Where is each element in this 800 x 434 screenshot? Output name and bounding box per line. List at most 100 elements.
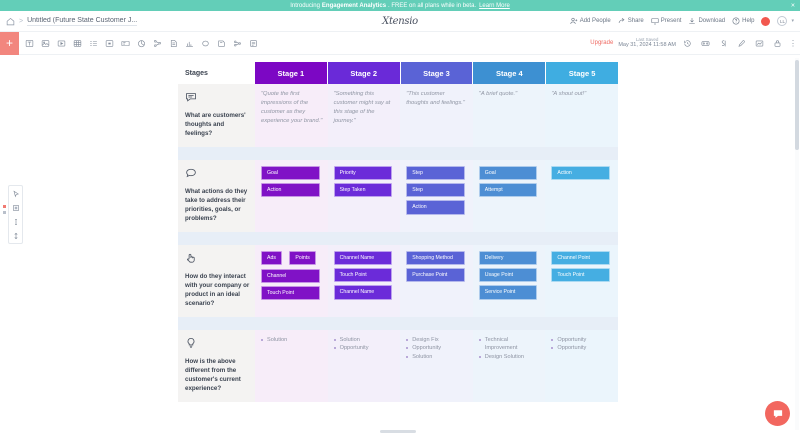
history-icon[interactable] xyxy=(681,37,694,50)
chip[interactable]: Touch Point xyxy=(551,268,610,283)
stage-header-2[interactable]: Stage 2 xyxy=(327,62,401,84)
list-item[interactable]: Design Solution xyxy=(478,353,541,361)
promo-learn-more-link[interactable]: Learn More xyxy=(479,2,510,9)
card-icon[interactable] xyxy=(118,36,133,51)
xtensio-logo[interactable]: Xtensio xyxy=(382,15,418,27)
chip[interactable]: Touch Point xyxy=(333,268,393,283)
cell-actions-stage1[interactable]: Goal Action xyxy=(255,159,328,232)
stage-header-1[interactable]: Stage 1 xyxy=(255,62,328,84)
chip[interactable]: Step xyxy=(406,165,465,181)
add-people-button[interactable]: Add People xyxy=(570,17,611,25)
cell-thoughts-stage5[interactable]: "A shout out!" xyxy=(545,84,618,147)
upgrade-link[interactable]: Upgrade xyxy=(590,40,614,46)
cell-differences-stage3[interactable]: Design Fix Opportunity Solution xyxy=(400,329,473,402)
text-module-icon[interactable] xyxy=(22,36,37,51)
chip[interactable]: Channel Name xyxy=(333,285,393,300)
chip[interactable]: Goal xyxy=(478,165,538,181)
chip[interactable]: Shopping Method xyxy=(406,250,465,266)
list-item[interactable]: Opportunity xyxy=(551,336,613,344)
notifications-badge[interactable] xyxy=(761,16,771,26)
chip[interactable]: Attempt xyxy=(478,183,538,198)
cell-interactions-stage1[interactable]: Ads Points Channel Touch Point xyxy=(255,244,328,317)
chip[interactable]: Purchase Point xyxy=(406,268,465,283)
home-icon[interactable] xyxy=(6,17,15,26)
cell-actions-stage4[interactable]: Goal Attempt xyxy=(472,159,546,232)
cell-differences-stage5[interactable]: Opportunity Opportunity xyxy=(545,329,618,402)
avatar[interactable]: LL xyxy=(777,16,788,26)
chip[interactable]: Channel Name xyxy=(333,250,393,266)
chip[interactable]: Step xyxy=(406,183,465,198)
cell-interactions-stage2[interactable]: Channel Name Touch Point Channel Name xyxy=(327,244,401,317)
document-title[interactable]: Untitled (Future State Customer J... xyxy=(27,16,138,26)
cell-differences-stage2[interactable]: Solution Opportunity xyxy=(327,329,401,402)
cell-thoughts-stage1[interactable]: "Quote the first impressions of the cust… xyxy=(255,84,328,147)
chat-widget-button[interactable] xyxy=(765,401,790,426)
list-item[interactable]: Solution xyxy=(261,336,323,344)
vertical-scrollbar[interactable] xyxy=(795,60,799,150)
notes-icon[interactable] xyxy=(246,36,261,51)
chip[interactable]: Touch Point xyxy=(261,286,320,301)
chip[interactable]: Action xyxy=(551,165,610,181)
image-icon[interactable] xyxy=(38,36,53,51)
cell-thoughts-stage3[interactable]: "This customer thoughts and feelings." xyxy=(400,84,473,147)
cell-interactions-stage5[interactable]: Channel Point Touch Point xyxy=(545,244,618,317)
chevron-down-icon[interactable]: ▾ xyxy=(791,18,794,24)
chip[interactable]: Action xyxy=(406,200,465,215)
help-button[interactable]: Help xyxy=(732,17,754,25)
download-button[interactable]: Download xyxy=(688,17,725,25)
chart-pie-icon[interactable] xyxy=(134,36,149,51)
chip[interactable]: Channel Point xyxy=(551,250,610,266)
add-module-button[interactable]: + xyxy=(0,31,19,55)
chip[interactable]: Usage Point xyxy=(478,268,538,283)
chip[interactable]: Delivery xyxy=(478,250,538,266)
chip[interactable]: Service Point xyxy=(478,285,538,300)
cell-differences-stage1[interactable]: Solution xyxy=(255,329,328,402)
sticker-icon[interactable] xyxy=(214,36,229,51)
cell-actions-stage3[interactable]: Step Step Action xyxy=(400,159,473,232)
flowchart-icon[interactable] xyxy=(150,36,165,51)
network-icon[interactable] xyxy=(230,36,245,51)
chip[interactable]: Ads xyxy=(261,250,282,266)
chip[interactable]: Points xyxy=(289,250,316,266)
stage-header-4[interactable]: Stage 4 xyxy=(473,62,547,84)
chip[interactable]: Action xyxy=(261,183,320,198)
video-icon[interactable] xyxy=(54,36,69,51)
table-icon[interactable] xyxy=(70,36,85,51)
chip[interactable]: Step Taken xyxy=(333,183,393,198)
list-item[interactable]: Design Fix xyxy=(406,336,468,344)
list-item[interactable]: Technical Improvement xyxy=(478,336,541,353)
chart-bar-icon[interactable] xyxy=(182,36,197,51)
share-button[interactable]: Share xyxy=(618,17,644,25)
cell-actions-stage5[interactable]: Action xyxy=(545,159,618,232)
cell-interactions-stage3[interactable]: Shopping Method Purchase Point xyxy=(400,244,473,317)
horizontal-scrollbar[interactable] xyxy=(380,430,416,433)
mask-icon[interactable] xyxy=(699,37,712,50)
list-item[interactable]: Solution xyxy=(333,336,396,344)
cell-actions-stage2[interactable]: Priority Step Taken xyxy=(327,159,401,232)
lock-icon[interactable] xyxy=(771,37,784,50)
pointer-icon[interactable] xyxy=(10,188,21,199)
present-button[interactable]: Present xyxy=(651,17,681,25)
more-options-button[interactable]: ⋮ xyxy=(789,38,797,48)
list-item[interactable]: Solution xyxy=(406,353,468,361)
list-item[interactable]: Opportunity xyxy=(551,344,613,352)
cell-thoughts-stage2[interactable]: "Something this customer might say at th… xyxy=(327,84,401,147)
chip[interactable]: Priority xyxy=(333,165,393,181)
analytics-icon[interactable] xyxy=(753,37,766,50)
close-icon[interactable]: × xyxy=(790,2,795,9)
frame-icon[interactable] xyxy=(10,202,21,213)
shape-icon[interactable] xyxy=(198,36,213,51)
document-icon[interactable] xyxy=(166,36,181,51)
cell-interactions-stage4[interactable]: Delivery Usage Point Service Point xyxy=(472,244,546,317)
divider-icon[interactable] xyxy=(10,216,21,227)
list-icon[interactable] xyxy=(86,36,101,51)
chip[interactable]: Goal xyxy=(261,165,320,181)
spacer-icon[interactable] xyxy=(10,230,21,241)
chip[interactable]: Channel xyxy=(261,268,320,284)
stage-header-3[interactable]: Stage 3 xyxy=(400,62,474,84)
list-item[interactable]: Opportunity xyxy=(406,344,468,352)
cell-differences-stage4[interactable]: Technical Improvement Design Solution xyxy=(472,329,546,402)
style-icon[interactable] xyxy=(717,37,730,50)
stage-header-5[interactable]: Stage 5 xyxy=(546,62,618,84)
button-icon[interactable] xyxy=(102,36,117,51)
